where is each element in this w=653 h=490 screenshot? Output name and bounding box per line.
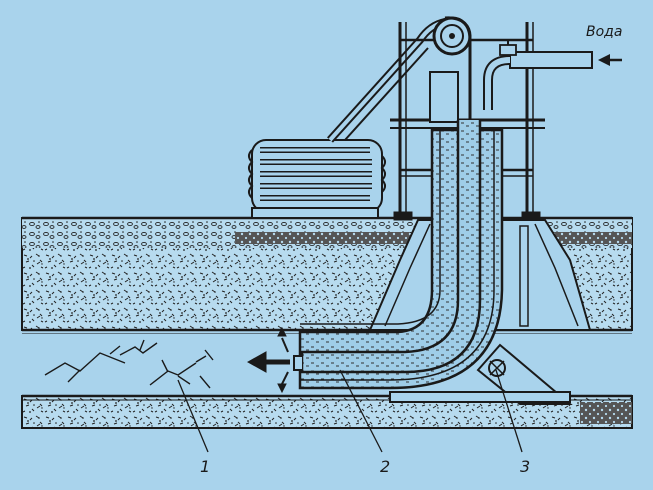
compacted-band-right	[540, 232, 632, 244]
hydromonitor-pipe	[293, 120, 482, 374]
guide-roller	[476, 343, 573, 405]
water-label: Вода	[586, 24, 622, 40]
arrow-left-icon	[246, 351, 267, 373]
jet-outlet-arrows	[246, 326, 290, 394]
casing-pipe	[298, 71, 504, 390]
callout-leaders	[177, 369, 523, 453]
support-plate	[389, 391, 571, 403]
callout-2: 2	[380, 457, 390, 476]
callout-3: 3	[520, 457, 530, 476]
water-inlet-arrow	[598, 54, 622, 66]
compacted-band-left	[235, 232, 410, 244]
pulley-wheel	[432, 16, 472, 120]
water-inlet-pipe	[483, 39, 593, 110]
arrow-left-icon	[598, 54, 610, 66]
callout-1: 1	[200, 457, 210, 476]
